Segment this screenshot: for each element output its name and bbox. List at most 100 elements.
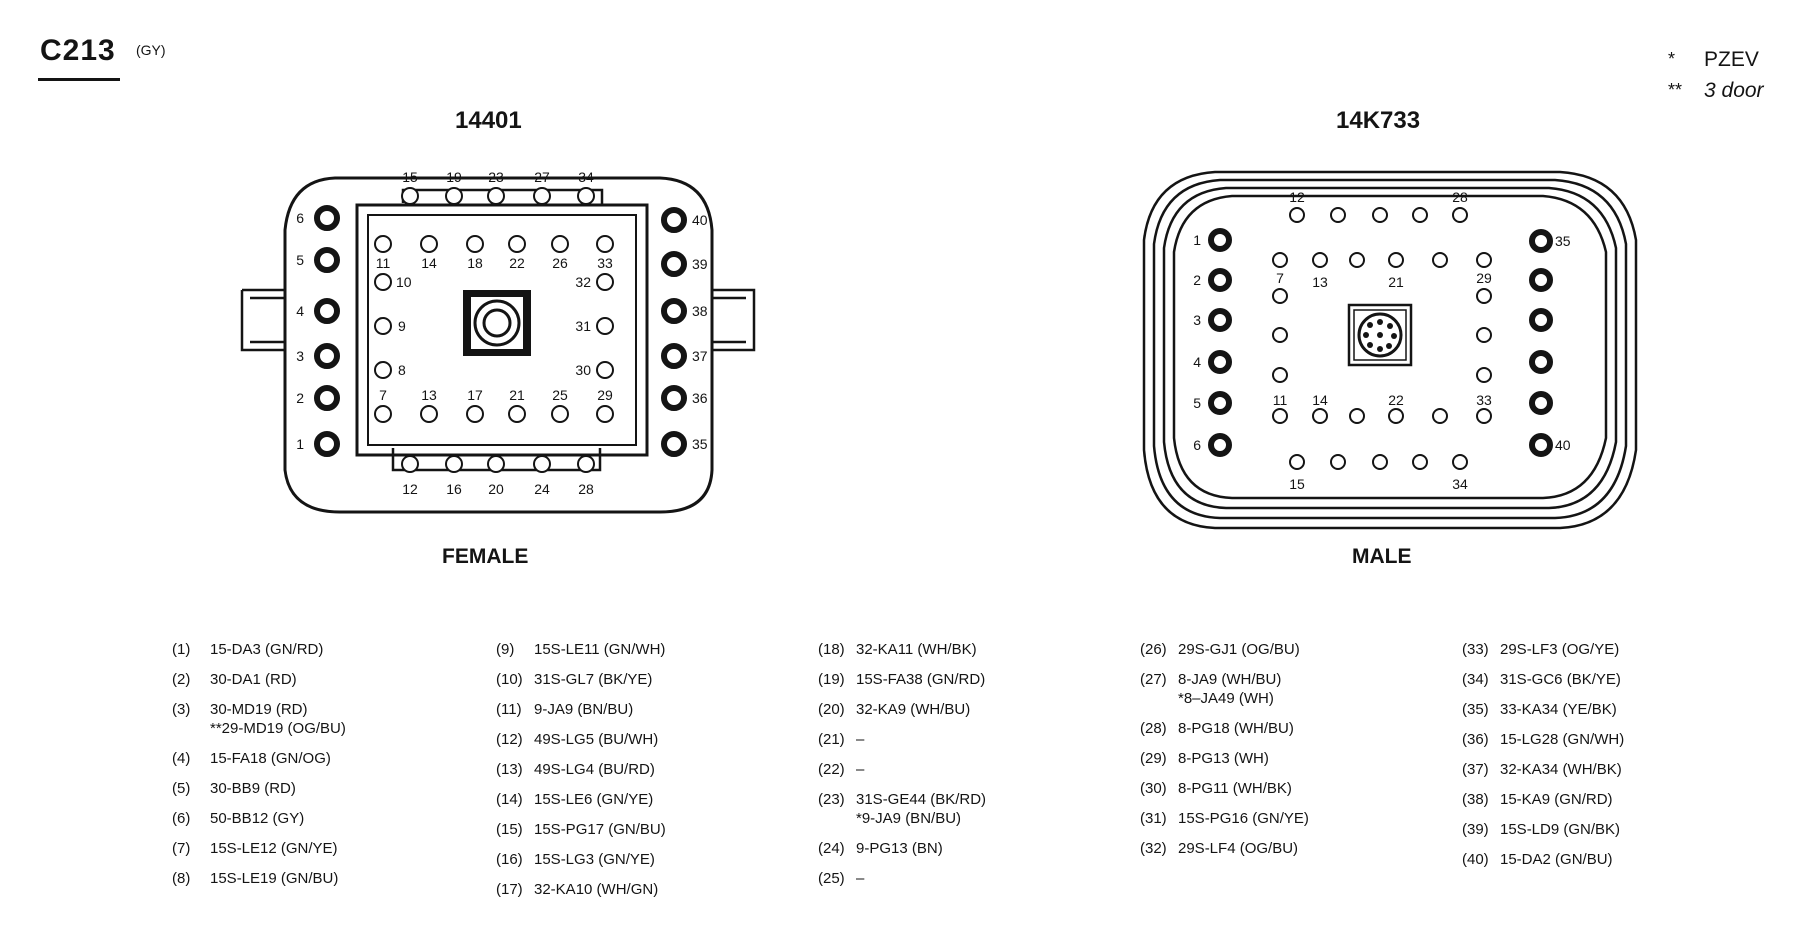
pin-number: (20): [818, 701, 845, 718]
pin-5: [314, 247, 340, 273]
circuit-code: 15-DA3 (GN/RD): [210, 641, 324, 658]
pin-label: 20: [488, 481, 504, 497]
male-center-cluster: [1363, 319, 1397, 352]
pin-male-l-2: [1272, 327, 1288, 343]
pin-23: [487, 187, 505, 205]
pinout-entry: (19)15S-FA38 (GN/RD): [818, 670, 1138, 689]
pin-label: 40: [692, 212, 708, 228]
pinout-entry: (28)8-PG18 (WH/BU): [1140, 719, 1460, 738]
pin-number: (14): [496, 791, 523, 808]
pin-32: [596, 273, 614, 291]
pinout-entry: (29)8-PG13 (WH): [1140, 749, 1460, 768]
pin-label: 17: [467, 387, 483, 403]
pin-20: [487, 455, 505, 473]
circuit-code: 8-PG11 (WH/BK): [1178, 780, 1292, 797]
female-connector: [240, 176, 756, 514]
pin-38: [661, 298, 687, 324]
pinout-entry: (4)15-FA18 (GN/OG): [172, 749, 492, 768]
circuit-code: 9-JA9 (BN/BU): [534, 701, 634, 718]
pinout-entry: (34)31S-GC6 (BK/YE): [1462, 670, 1782, 689]
circuit-code: 49S-LG5 (BU/WH): [534, 731, 659, 748]
circuit-code: –: [856, 761, 865, 778]
pin-number: (17): [496, 881, 523, 898]
female-inner-frame: [355, 203, 649, 457]
pin-13: [420, 405, 438, 423]
pin-1: [1208, 228, 1232, 252]
pin-number: (2): [172, 671, 191, 688]
connector-diagram: 6 5 4 3 2 1 40 39 38 37 36 35 15 19 23 2…: [240, 169, 1638, 530]
pin-30: [596, 361, 614, 379]
pin-label: 28: [1452, 189, 1468, 205]
pin-18: [466, 235, 484, 253]
female-part-number: 14401: [455, 107, 522, 134]
pinout-entry: (30) 8-PG11 (WH/BK): [1140, 779, 1460, 798]
pin-male-it-3: [1349, 252, 1365, 268]
pinout-entry: (13)49S-LG4 (BU/RD): [496, 760, 816, 779]
title-underline: [38, 78, 120, 81]
pin-label: 24: [534, 481, 550, 497]
pin-10: [374, 273, 392, 291]
pin-label: 21: [1388, 274, 1404, 290]
circuit-code: 32-KA9 (WH/BU): [856, 701, 971, 718]
footnotes: * PZEV ** 3 door: [1660, 44, 1764, 106]
pinout-entry: (18)32-KA11 (WH/BK): [818, 640, 1138, 659]
female-inner-frame-2: [367, 214, 637, 446]
pin-label: 23: [488, 169, 504, 185]
pin-21: [508, 405, 526, 423]
pin-number: (36): [1462, 731, 1489, 748]
pinout-entry: (3)30-MD19 (RD)**29-MD19 (OG/BU): [172, 700, 492, 738]
pinout-entry: (20) 32-KA9 (WH/BU): [818, 700, 1138, 719]
pin-label: 32: [575, 274, 591, 290]
pin-male-b-2: [1330, 454, 1346, 470]
pinout-entry: (7)15S-LE12 (GN/YE): [172, 839, 492, 858]
male-center-key: [1347, 303, 1413, 367]
pin-label: 34: [1452, 476, 1468, 492]
pin-number: (6): [172, 810, 191, 827]
pinout-column-3: (18)32-KA11 (WH/BK) (19)15S-FA38 (GN/RD)…: [818, 640, 1138, 899]
circuit-code: 15-DA2 (GN/BU): [1500, 851, 1613, 868]
pin-number: (35): [1462, 701, 1489, 718]
pinout-entry: (26)29S-GJ1 (OG/BU): [1140, 640, 1460, 659]
male-outer-shell-2: [1152, 178, 1628, 520]
pin-11: [1272, 408, 1288, 424]
female-center-pin: [473, 299, 521, 347]
pin-number: (37): [1462, 761, 1489, 778]
pin-39: [661, 251, 687, 277]
pin-label: 11: [1273, 392, 1288, 408]
pin-number: (21): [818, 731, 845, 748]
female-left-latch: [240, 288, 285, 352]
pinout-entry: (10)31S-GL7 (BK/YE): [496, 670, 816, 689]
pin-16: [445, 455, 463, 473]
pin-label: 19: [446, 169, 462, 185]
pinout-entry: (27)8-JA9 (WH/BU)*8–JA49 (WH): [1140, 670, 1460, 708]
pin-label: 10: [396, 274, 412, 290]
pin-5: [1208, 391, 1232, 415]
pin-number: (15): [496, 821, 523, 838]
pin-28: [1452, 207, 1468, 223]
pin-number: (30): [1140, 780, 1167, 797]
pin-male-it-5: [1432, 252, 1448, 268]
pinout-entry: (40)15-DA2 (GN/BU): [1462, 850, 1782, 869]
pin-number: (25): [818, 870, 845, 887]
pin-label: 29: [597, 387, 613, 403]
pin-2: [314, 385, 340, 411]
circuit-code: 15S-LD9 (GN/BK): [1500, 821, 1621, 838]
pin-male-b-4: [1412, 454, 1428, 470]
pin-label: 3: [296, 348, 304, 364]
circuit-code: 30-DA1 (RD): [210, 671, 297, 688]
pinout-entry: (23)31S-GE44 (BK/RD)*9-JA9 (BN/BU): [818, 790, 1138, 828]
pinout-entry: (33)29S-LF3 (OG/YE): [1462, 640, 1782, 659]
pin-label: 1: [296, 436, 304, 452]
pin-34: [1452, 454, 1468, 470]
pin-3: [1208, 308, 1232, 332]
pin-number: (1): [172, 641, 191, 658]
circuit-code: 33-KA34 (YE/BK): [1500, 701, 1617, 718]
circuit-code: 31S-GC6 (BK/YE): [1500, 671, 1621, 688]
pin-number: (10): [496, 671, 523, 688]
pin-number: (3): [172, 701, 191, 718]
pin-male-top-4: [1412, 207, 1428, 223]
pin-17: [466, 405, 484, 423]
pin-label: 2: [1193, 272, 1201, 288]
pin-label: 15: [402, 169, 418, 185]
pin-3: [314, 343, 340, 369]
